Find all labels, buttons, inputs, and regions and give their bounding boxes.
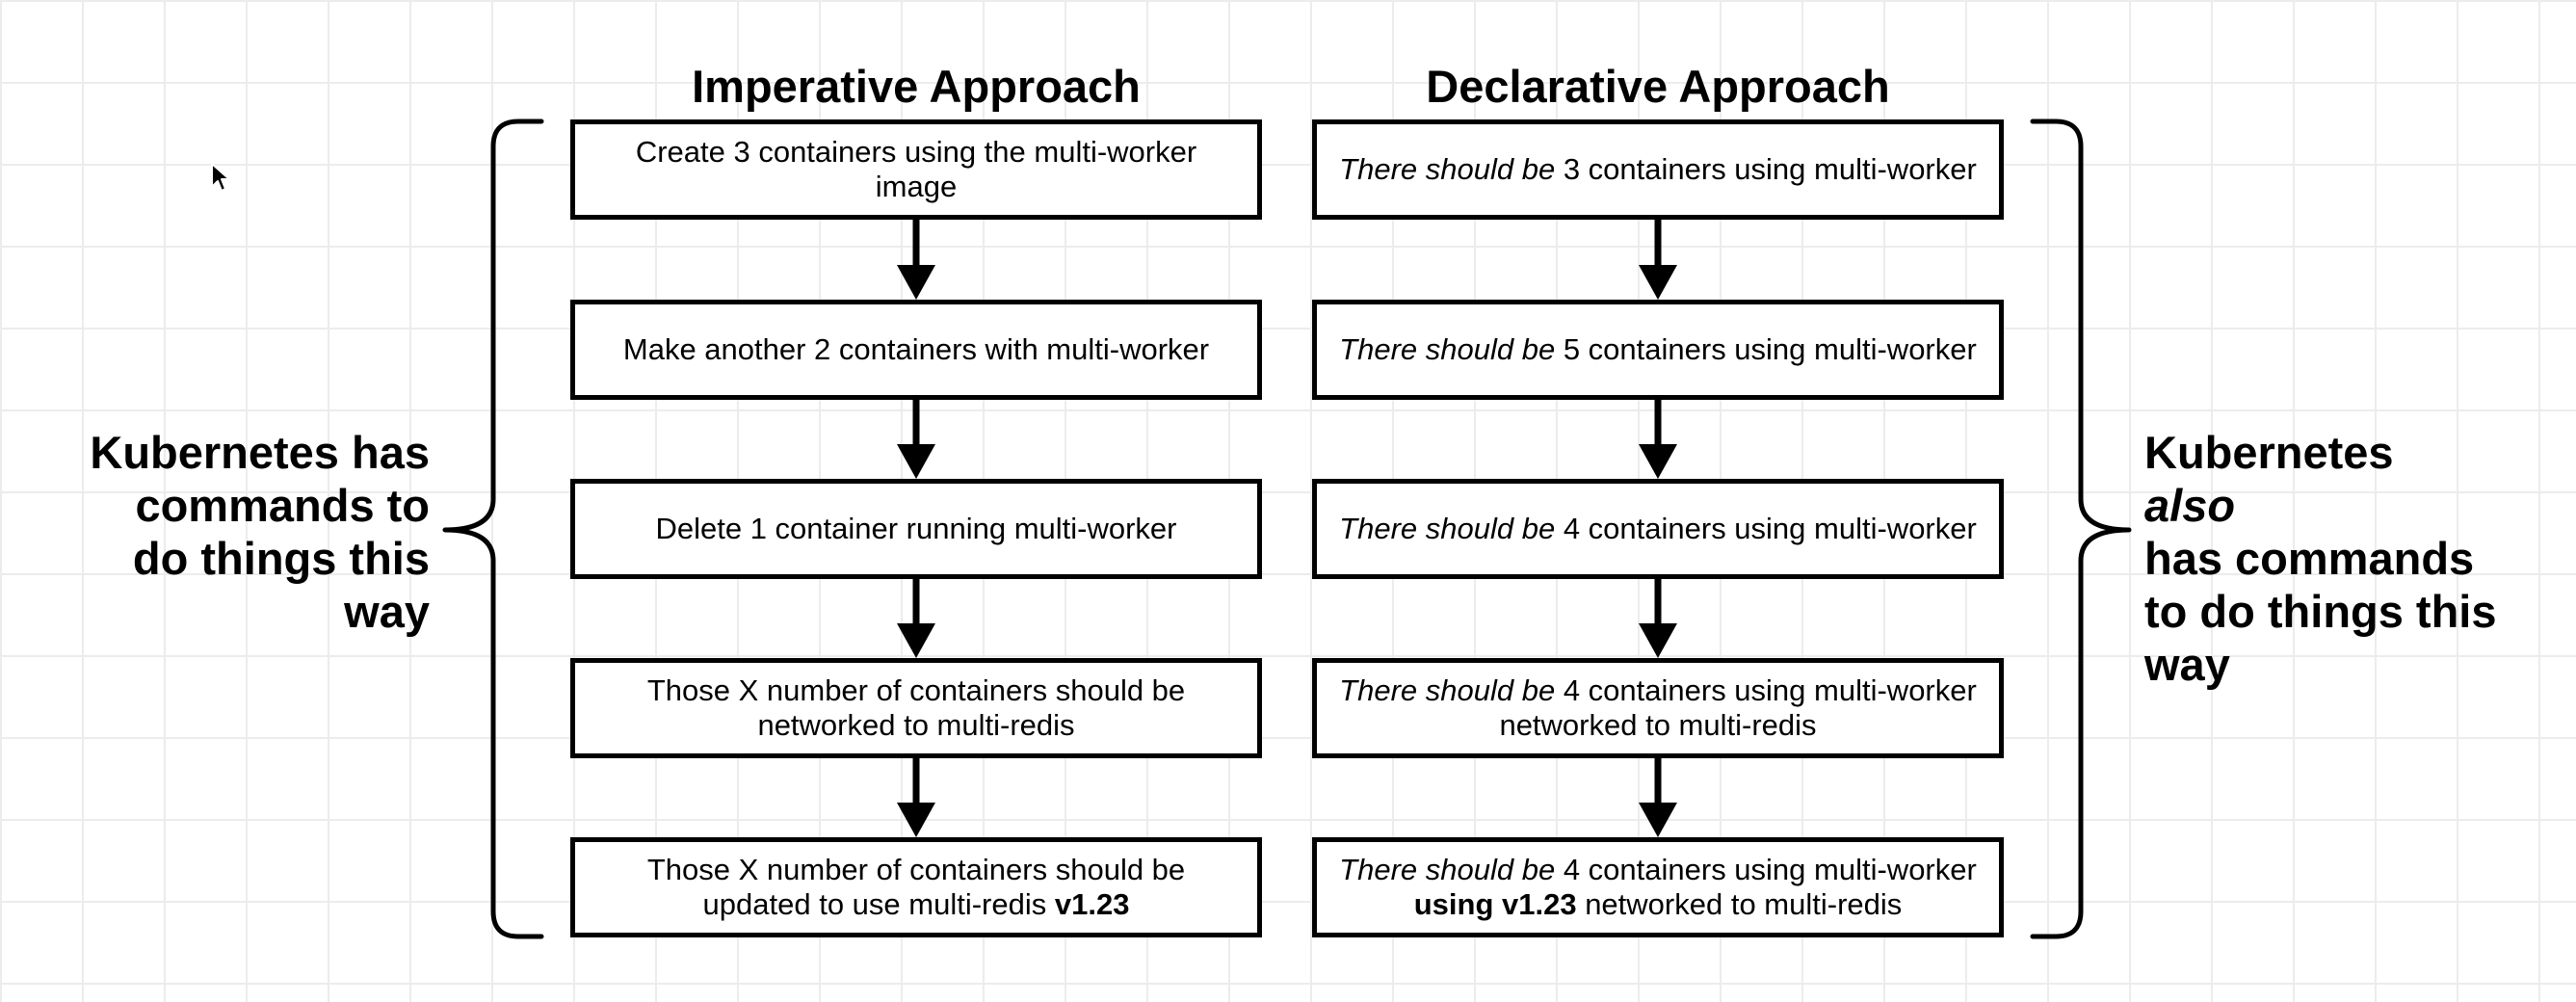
right-curly-brace — [2030, 119, 2132, 939]
step-text-plain: networked to multi-redis — [1576, 887, 1903, 921]
step-text: There should be 4 containers using multi… — [1339, 512, 1977, 546]
label-line: Kubernetes has — [90, 427, 430, 478]
step-text: Create 3 containers using the multi-work… — [635, 135, 1197, 203]
step-text-italic: There should be — [1339, 673, 1556, 707]
label-line: do things this — [132, 533, 430, 584]
declarative-arrow-head — [1639, 265, 1677, 300]
label-line: has commands — [2144, 533, 2475, 584]
step-text-italic: There should be — [1339, 332, 1556, 366]
imperative-arrow-head — [897, 803, 935, 837]
imperative-arrow-head — [897, 623, 935, 658]
step-text-italic: There should be — [1339, 512, 1556, 545]
step-text-italic: There should be — [1339, 152, 1556, 186]
step-text-italic: There should be — [1339, 853, 1556, 886]
step-text-bold: using v1.23 — [1413, 887, 1577, 921]
step-text: Those X number of containers should be n… — [646, 673, 1186, 742]
step-text: There should be 5 containers using multi… — [1339, 332, 1977, 367]
imperative-step-1: Create 3 containers using the multi-work… — [570, 119, 1262, 220]
step-text-bold: v1.23 — [1054, 887, 1130, 921]
declarative-approach-heading: Declarative Approach — [1426, 61, 1890, 112]
declarative-arrow-head — [1639, 803, 1677, 837]
label-text: Kubernetes — [2144, 427, 2394, 478]
label-line: commands to — [135, 480, 430, 531]
label-line: Kubernetes also — [2144, 426, 2497, 532]
declarative-arrow-head — [1639, 444, 1677, 479]
step-text-plain: 4 containers using multi-worker — [1555, 853, 1977, 886]
step-text-plain: 4 containers using multi-worker — [1555, 512, 1977, 545]
mouse-pointer-icon — [211, 163, 230, 192]
step-text: There should be 4 containers using multi… — [1336, 673, 1980, 743]
imperative-step-4: Those X number of containers should be n… — [570, 658, 1262, 758]
step-text-plain: 3 containers using multi-worker — [1555, 152, 1977, 186]
step-text: Make another 2 containers with multi-wor… — [622, 332, 1210, 366]
label-line: to do things this — [2144, 586, 2497, 637]
label-line: way — [2144, 639, 2230, 690]
imperative-step-3: Delete 1 container running multi-worker — [570, 479, 1262, 579]
imperative-step-2: Make another 2 containers with multi-wor… — [570, 300, 1262, 400]
imperative-step-5: Those X number of containers should be u… — [570, 837, 1262, 937]
declarative-arrow-head — [1639, 623, 1677, 658]
step-text: Those X number of containers should be u… — [594, 853, 1238, 922]
left-curly-brace — [442, 119, 544, 939]
declarative-step-3: There should be 4 containers using multi… — [1312, 479, 2004, 579]
declarative-step-4: There should be 4 containers using multi… — [1312, 658, 2004, 758]
label-line: way — [344, 586, 430, 637]
step-text-plain: 5 containers using multi-worker — [1555, 332, 1977, 366]
step-text: There should be 3 containers using multi… — [1339, 152, 1977, 187]
label-text-italic: also — [2144, 480, 2236, 531]
imperative-arrow-head — [897, 444, 935, 479]
declarative-step-2: There should be 5 containers using multi… — [1312, 300, 2004, 400]
imperative-approach-heading: Imperative Approach — [692, 61, 1141, 112]
right-side-label: Kubernetes also has commands to do thing… — [2144, 426, 2497, 691]
step-text-plain: 4 containers using multi-worker networke… — [1499, 673, 1977, 742]
declarative-step-1: There should be 3 containers using multi… — [1312, 119, 2004, 220]
declarative-step-5: There should be 4 containers using multi… — [1312, 837, 2004, 937]
step-text-plain: Those X number of containers should be u… — [646, 853, 1186, 921]
imperative-arrow-head — [897, 265, 935, 300]
left-side-label: Kubernetes has commands to do things thi… — [90, 426, 430, 638]
arrows — [897, 220, 1677, 837]
step-text: Delete 1 container running multi-worker — [655, 512, 1177, 545]
step-text: There should be 4 containers using multi… — [1336, 853, 1980, 922]
